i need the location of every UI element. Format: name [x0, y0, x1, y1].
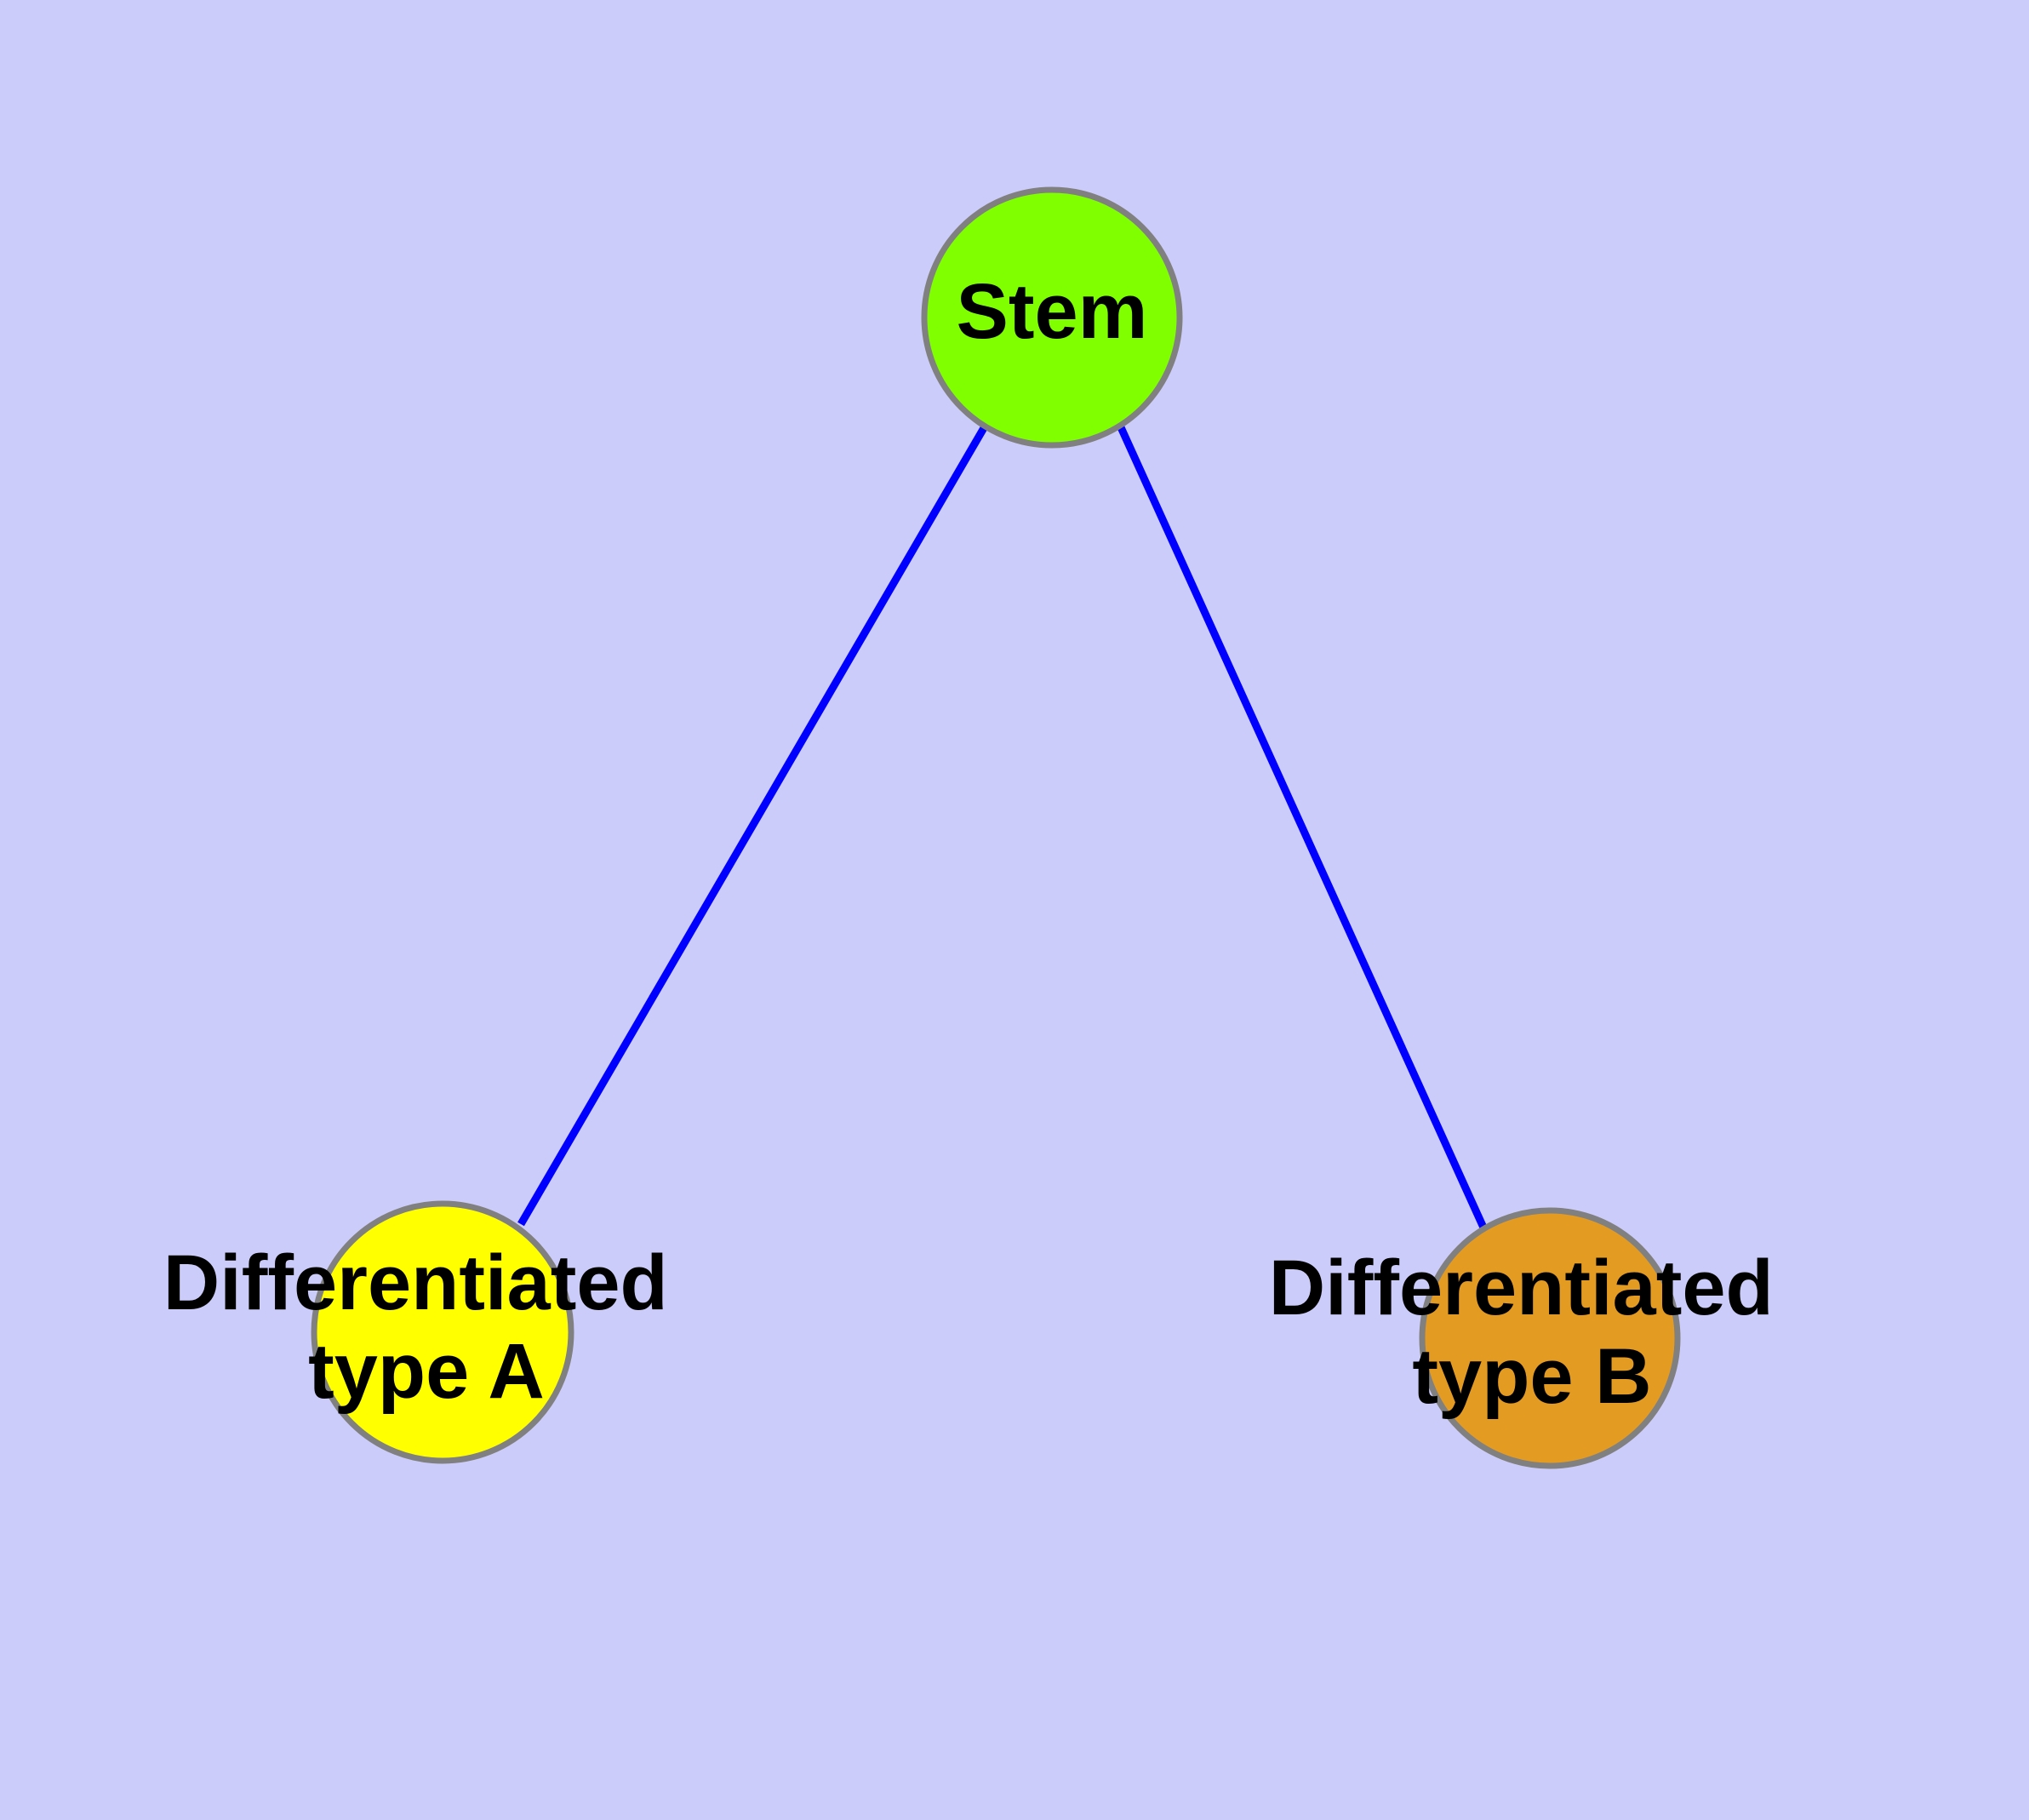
node-differentiated-type-b-circle[interactable]: [1419, 1207, 1681, 1469]
node-differentiated-type-b-label: Differentiated type B: [1269, 1245, 1796, 1420]
node-differentiated-type-a-circle[interactable]: [311, 1200, 574, 1464]
node-stem-label: Stem: [957, 268, 1148, 355]
edge-stem-to-differentiated-type-a[interactable]: [517, 424, 988, 1227]
node-differentiated-type-b-label-line-2: type B: [1412, 1333, 1651, 1420]
nodes-layer: [311, 186, 1681, 1469]
labels-layer: Stem Differentiated type A Differentiate…: [163, 268, 1796, 1420]
edge-stem-to-differentiated-type-b[interactable]: [1117, 426, 1488, 1229]
node-differentiated-type-a-label-line-1: Differentiated: [163, 1239, 668, 1326]
node-differentiated-type-a-label-line-2: type A: [308, 1328, 545, 1415]
edges-layer: [517, 424, 1488, 1229]
node-differentiated-type-b-label-line-1: Differentiated: [1269, 1245, 1774, 1331]
node-stem-circle[interactable]: [921, 186, 1183, 449]
node-stem-label-line-1: Stem: [957, 268, 1148, 355]
node-differentiated-type-a-label: Differentiated type A: [163, 1239, 690, 1415]
